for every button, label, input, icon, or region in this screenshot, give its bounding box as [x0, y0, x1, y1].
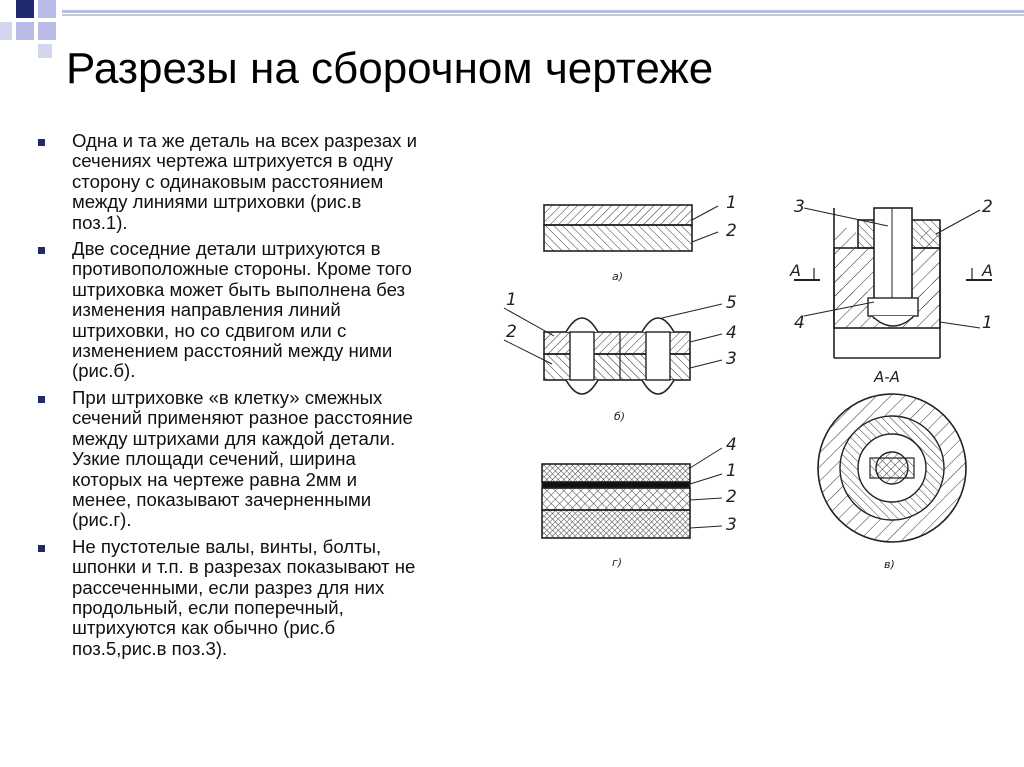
callout-3: 3: [726, 349, 737, 369]
panel-caption: г): [612, 556, 622, 569]
bullet-text: Не пустотелые валы, винты, болты, шпонки…: [72, 535, 416, 659]
bullet-marker: [38, 544, 45, 552]
figure-panel-b: 1 2 5 4 3 б): [503, 290, 737, 423]
bullet-marker: [38, 139, 45, 146]
callout-1: 1: [726, 461, 737, 481]
callout-1: 1: [726, 193, 737, 213]
figure-panel-g: 4 1 2 3 г): [541, 435, 737, 569]
bullet-item: Одна и та же деталь на всех разрезах и с…: [34, 130, 504, 233]
bullet-marker: [38, 395, 45, 403]
callout-2: 2: [726, 221, 737, 241]
section-mark-right: А: [981, 261, 993, 280]
hatching-figure: 1 2 а) 1 2 5 4 3 б) 4 1 2: [496, 168, 1024, 600]
bullet-text: При штриховке «в клетку» смежных сечений…: [72, 386, 413, 531]
bullet-item: Две соседние детали штрихуются в противо…: [34, 238, 504, 382]
figure-panel-v: 3 2 4 1 А А А-А в): [789, 197, 993, 571]
callout-4: 4: [794, 313, 805, 333]
bullet-text: Две соседние детали штрихуются в противо…: [72, 238, 412, 382]
panel-caption: а): [612, 270, 623, 283]
callout-3: 3: [794, 197, 805, 217]
callout-5: 5: [726, 293, 737, 313]
callout-2: 2: [506, 322, 517, 342]
slide-title: Разрезы на сборочном чертеже: [66, 44, 714, 93]
panel-caption: в): [884, 558, 895, 571]
corner-decoration: [0, 0, 1024, 58]
figure-panel-a: 1 2 а): [543, 193, 737, 283]
callout-2: 2: [982, 197, 993, 217]
section-mark-left: А: [789, 261, 801, 280]
panel-caption: б): [614, 410, 625, 423]
callout-3: 3: [726, 515, 737, 535]
bullet-marker: [38, 247, 45, 255]
callout-2: 2: [726, 487, 737, 507]
bullet-item: Не пустотелые валы, винты, болты, шпонки…: [34, 535, 504, 659]
callout-1: 1: [982, 313, 993, 333]
bullet-text: Одна и та же деталь на всех разрезах и с…: [72, 130, 418, 233]
callout-1: 1: [506, 290, 517, 310]
section-label: А-А: [873, 368, 900, 386]
bullet-item: При штриховке «в клетку» смежных сечений…: [34, 386, 504, 531]
bullet-list: Одна и та же деталь на всех разрезах и с…: [34, 130, 504, 665]
callout-4: 4: [726, 435, 737, 455]
callout-4: 4: [726, 323, 737, 343]
